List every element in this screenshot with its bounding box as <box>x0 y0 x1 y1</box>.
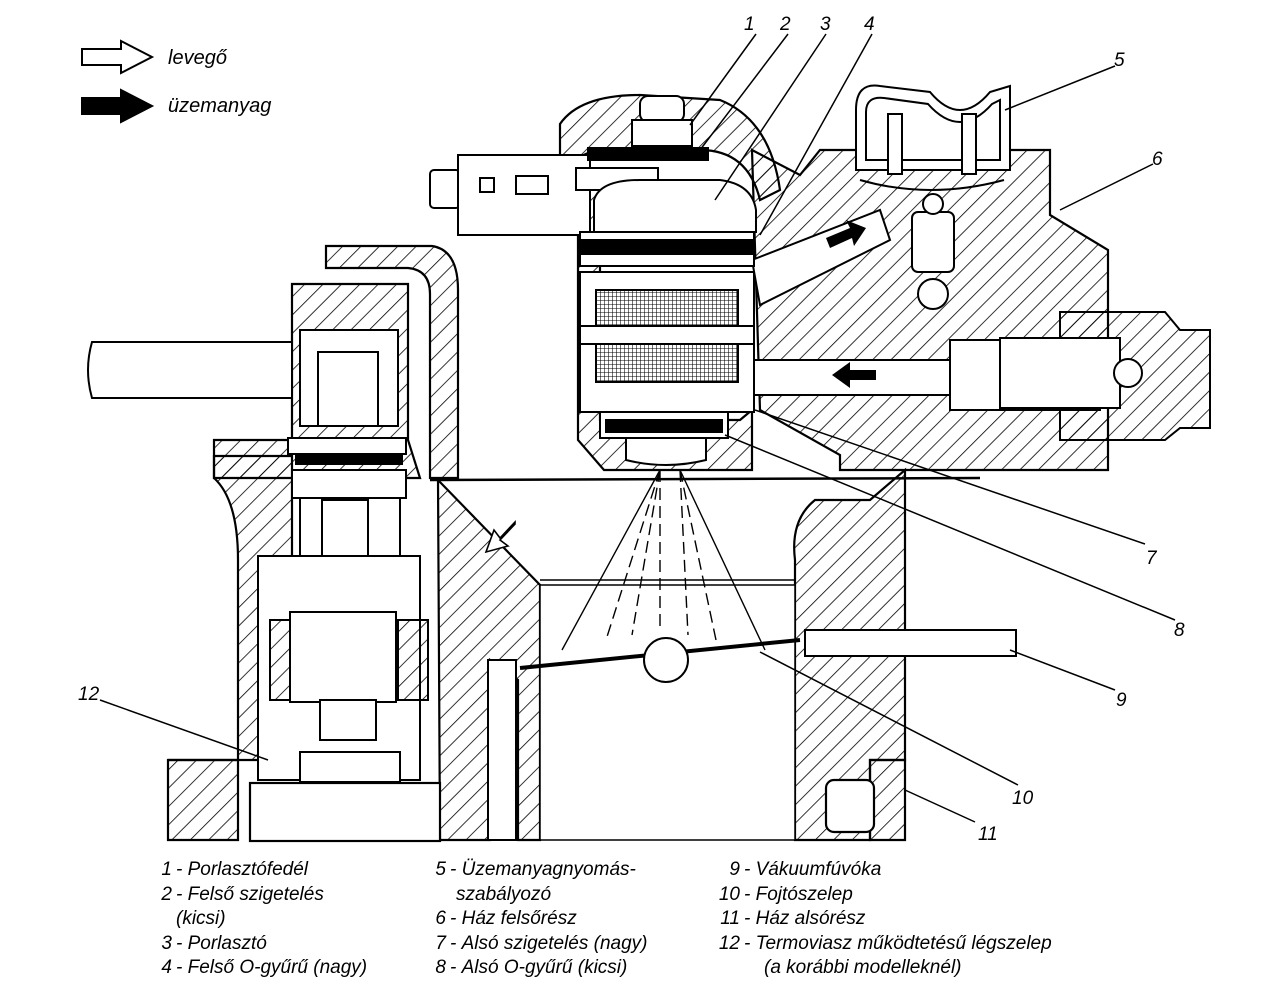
callout-8: 8 <box>1174 620 1185 641</box>
legend-item-12: 12- Termoviasz működtetésű légszelep <box>718 932 1052 954</box>
key-fuel-label: üzemanyag <box>168 95 271 117</box>
throttle-body <box>429 476 1017 841</box>
legend-item-8: 8- Alsó O-gyűrű (kicsi) <box>435 957 628 978</box>
air-flow-arrow-icon <box>484 519 516 554</box>
callout-3: 3 <box>820 14 831 35</box>
legend-item-2-cont: (kicsi) <box>176 908 226 929</box>
callout-5: 5 <box>1114 50 1125 71</box>
fuel-flow-arrow-icon <box>826 220 876 388</box>
callout-numbers: 1 2 3 4 5 6 7 8 9 10 11 12 <box>78 14 1185 845</box>
fuel-passages <box>750 208 1211 441</box>
callout-4: 4 <box>864 14 875 35</box>
legend-item-5-cont: szabályozó <box>456 883 552 905</box>
air-valve <box>87 329 429 783</box>
callout-1: 1 <box>744 14 755 35</box>
callout-7: 7 <box>1146 548 1158 569</box>
legend-item-5: 5- Üzemanyagnyomás- <box>435 859 636 880</box>
legend-item-7: 7- Alsó szigetelés (nagy) <box>435 932 648 954</box>
key-air-label: levegő <box>168 47 228 69</box>
callout-12: 12 <box>78 684 100 705</box>
legend-item-4: 4- Felső O-gyűrű (nagy) <box>161 957 368 978</box>
legend-item-11: 11- Ház alsórész <box>720 908 866 929</box>
legend-item-1: 1- Porlasztófedél <box>161 859 309 880</box>
air-arrow-icon <box>81 39 155 75</box>
callout-9: 9 <box>1116 690 1127 711</box>
callout-11: 11 <box>978 824 998 845</box>
callout-6: 6 <box>1152 149 1163 170</box>
legend-column-3: 9- Vákuumfúvóka 10- Fojtószelep 11- Ház … <box>708 858 1052 981</box>
legend-item-3: 3- Porlasztó <box>161 932 267 954</box>
fuel-spray <box>561 469 766 651</box>
legend-item-6: 6- Ház felsőrész <box>435 908 577 929</box>
legend-item-9: 9- Vákuumfúvóka <box>729 859 882 880</box>
callout-10: 10 <box>1012 788 1034 809</box>
callout-2: 2 <box>779 14 791 35</box>
leader-lines <box>99 33 1176 823</box>
legend-column-2: 5- Üzemanyagnyomás- szabályozó 6- Ház fe… <box>420 858 647 981</box>
legend-item-2: 2- Felső szigetelés <box>161 883 324 905</box>
legend-item-10: 10- Fojtószelep <box>718 883 853 905</box>
electrical-connector <box>429 95 693 236</box>
pressure-regulator <box>855 84 1011 310</box>
legend-item-12-cont: (a korábbi modelleknél) <box>764 957 962 978</box>
injector <box>579 147 757 466</box>
legend-column-1: 1- Porlasztófedél 2- Felső szigetelés (k… <box>140 858 367 981</box>
fuel-arrow-icon <box>81 88 155 124</box>
